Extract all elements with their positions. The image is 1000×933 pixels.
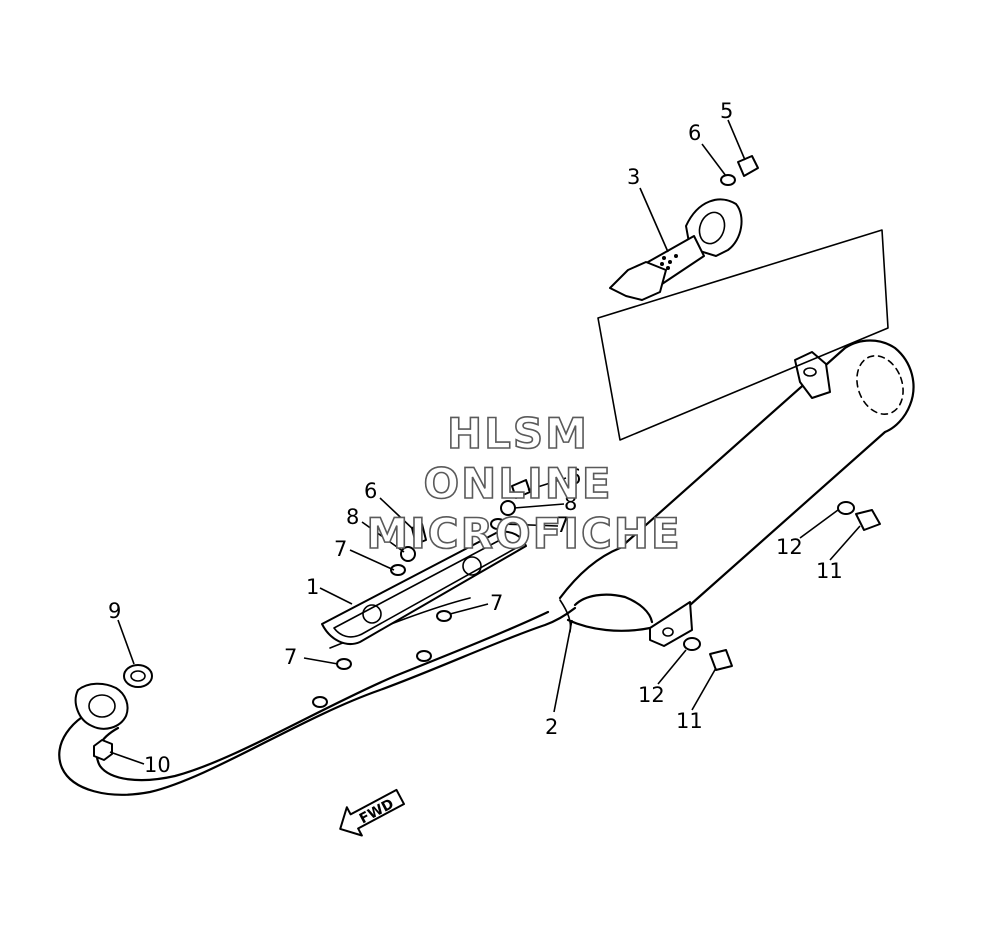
callout-10: 10 (144, 753, 171, 777)
callout-3: 3 (627, 165, 640, 189)
exhaust-pipe (58, 597, 577, 796)
hardware (93, 155, 881, 761)
callout-7-middle: 7 (490, 591, 503, 615)
callout-8-right: 8 (564, 491, 577, 515)
watermark-line-1: HLSM (447, 409, 589, 458)
watermark: HLSM ONLINE MICROFICHE (366, 408, 681, 559)
callout-12-upper: 12 (776, 535, 803, 559)
callout-6-left: 6 (364, 479, 377, 503)
callout-11-upper: 11 (816, 559, 843, 583)
callout-9: 9 (108, 599, 121, 623)
callout-5: 6 (688, 121, 701, 145)
callout-8-left: 8 (346, 505, 359, 529)
arrester-outline (597, 229, 889, 441)
heat-shield (321, 530, 527, 645)
exhaust-flange (74, 682, 129, 730)
spark-arrester (609, 198, 743, 301)
callout-11-lower: 11 (676, 709, 703, 733)
watermark-line-3: MICROFICHE (366, 509, 681, 558)
callout-7-upper-left: 7 (334, 537, 347, 561)
callout-12-lower: 12 (638, 683, 665, 707)
callout-7-upper-right: 7 (556, 513, 569, 537)
callout-4: 5 (720, 99, 733, 123)
callout-7-lower: 7 (284, 645, 297, 669)
leader-lines (109, 119, 861, 765)
muffler-body (558, 339, 915, 647)
callout-2: 2 (545, 715, 558, 739)
watermark-line-2: ONLINE (423, 459, 612, 508)
callout-1: 1 (306, 575, 319, 599)
callout-6-right: 6 (568, 465, 581, 489)
callout-numbers: 5 6 3 6 8 7 1 6 8 7 7 7 9 10 2 12 11 12 … (108, 99, 843, 777)
forward-arrow-icon: FWD (339, 788, 406, 837)
